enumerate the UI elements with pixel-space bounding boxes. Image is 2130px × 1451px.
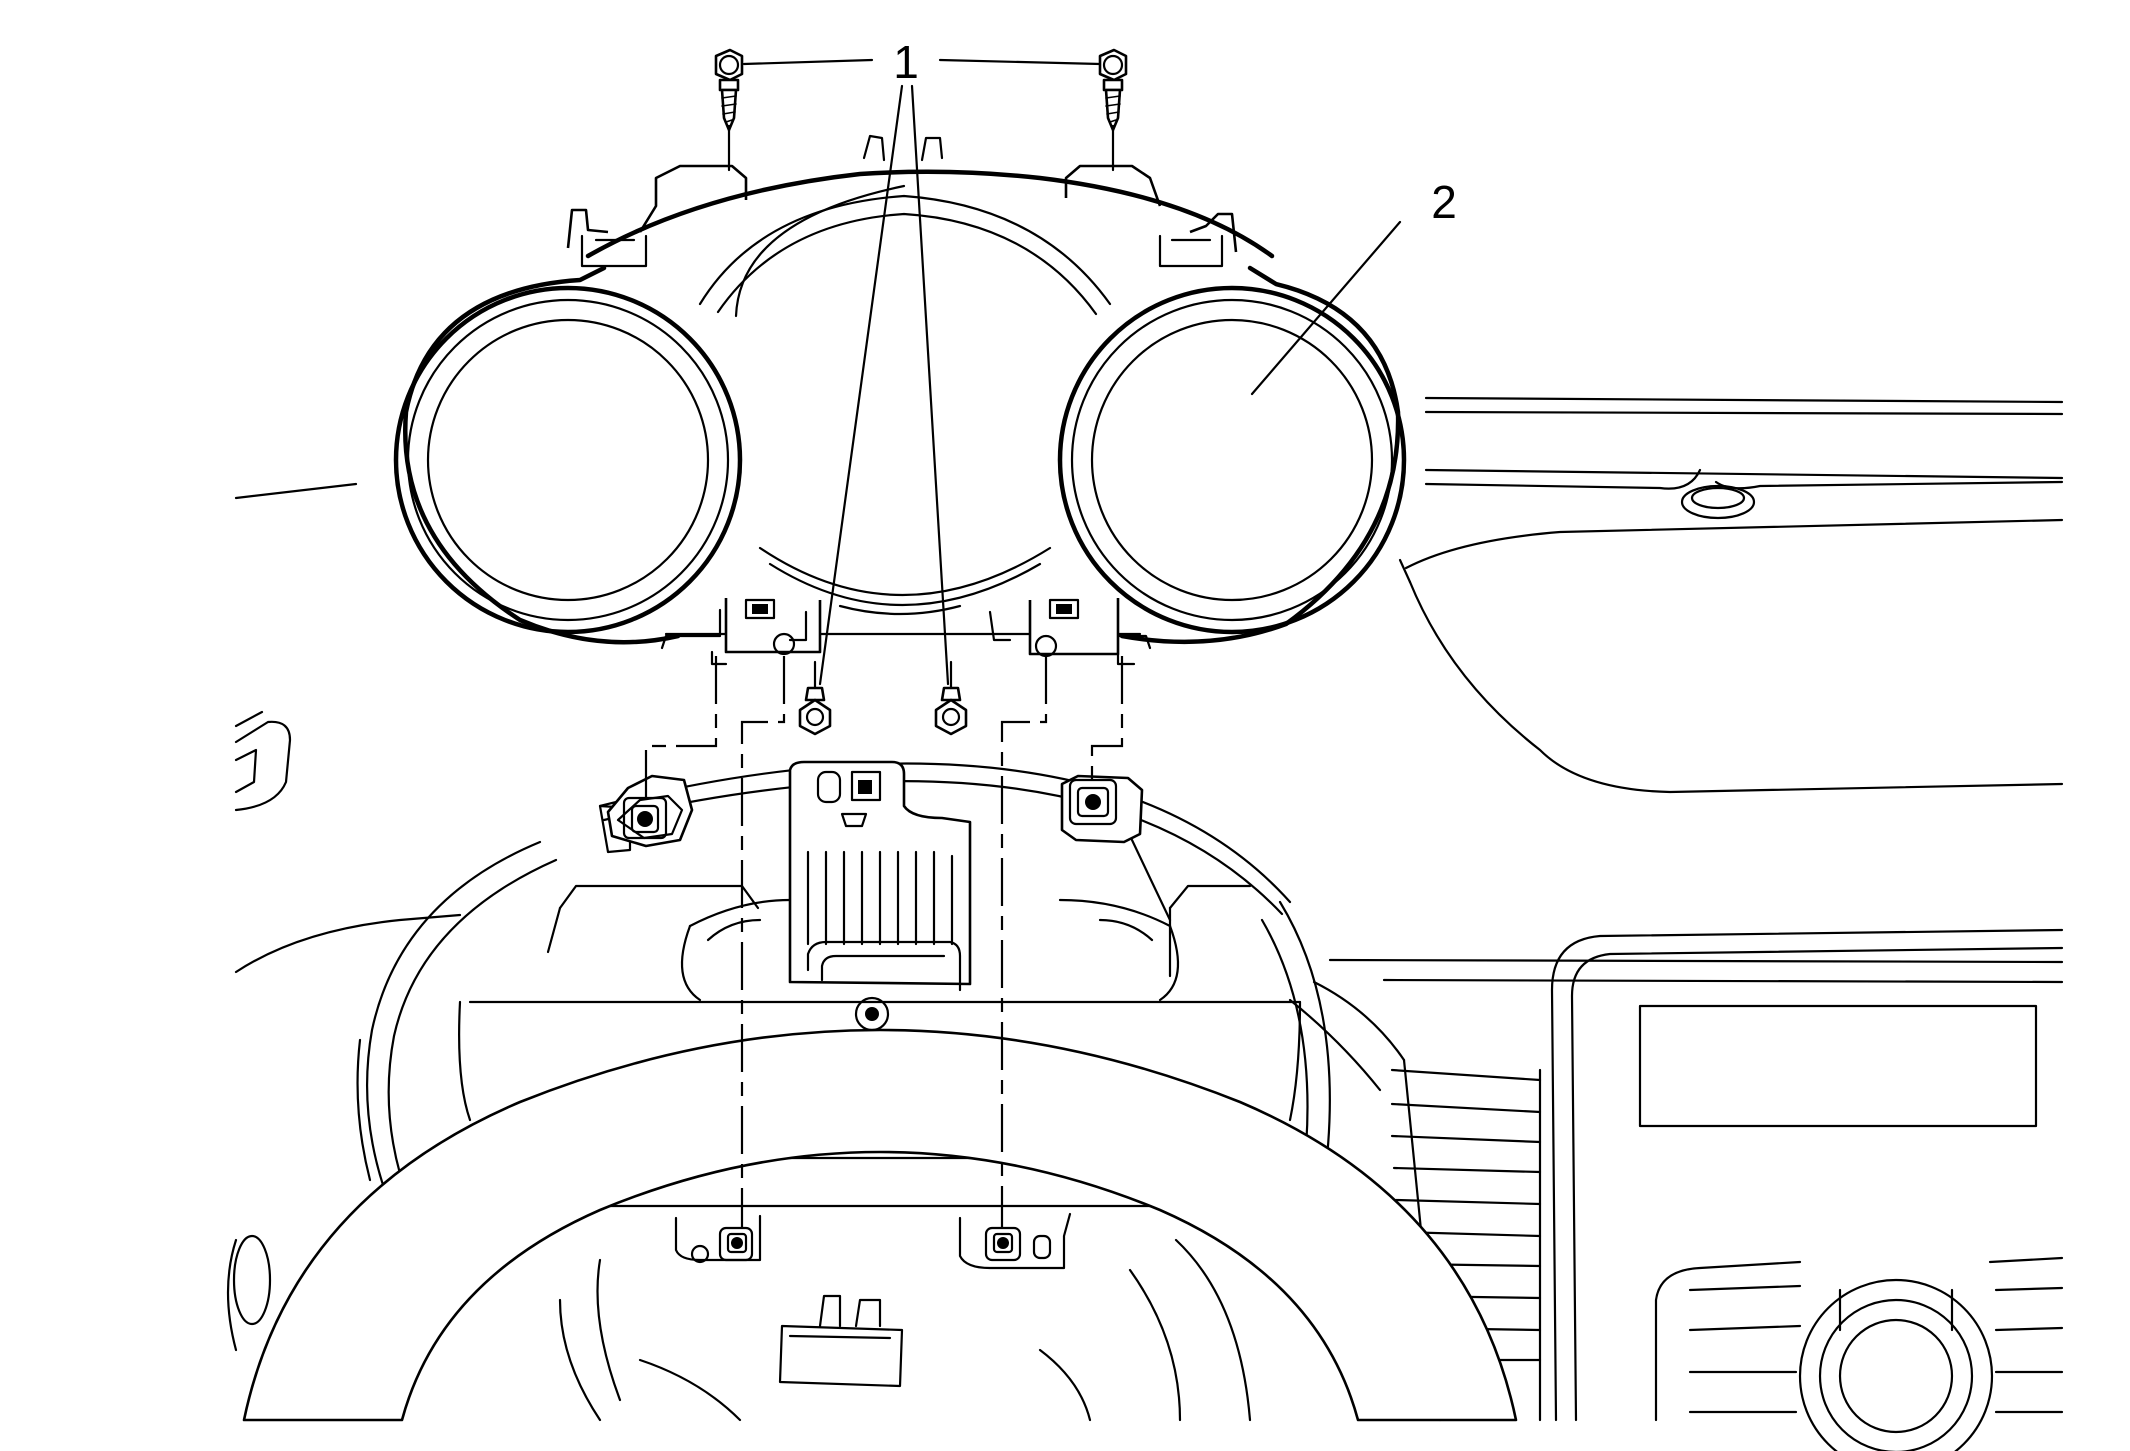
instrument-cluster <box>393 134 1407 666</box>
steering-wheel <box>226 1028 1518 1422</box>
bottom-left-screw <box>798 686 832 736</box>
upper-mount-right <box>1060 774 1172 922</box>
column-bracket <box>788 760 972 1032</box>
bottom-right-screw <box>934 686 968 736</box>
lower-mount-right <box>958 1212 1072 1270</box>
lower-wiring <box>558 1238 1252 1422</box>
upper-mount-left <box>606 774 694 848</box>
top-right-screw <box>1098 48 1128 132</box>
leader-lines <box>742 58 1402 686</box>
dashboard-background <box>234 396 2064 1092</box>
lower-mount-left <box>674 1214 762 1264</box>
callout-1-label: 1 <box>893 36 919 88</box>
alignment-lines <box>644 124 1124 1228</box>
top-left-screw <box>714 48 744 132</box>
callout-2-label: 2 <box>1431 176 1457 228</box>
